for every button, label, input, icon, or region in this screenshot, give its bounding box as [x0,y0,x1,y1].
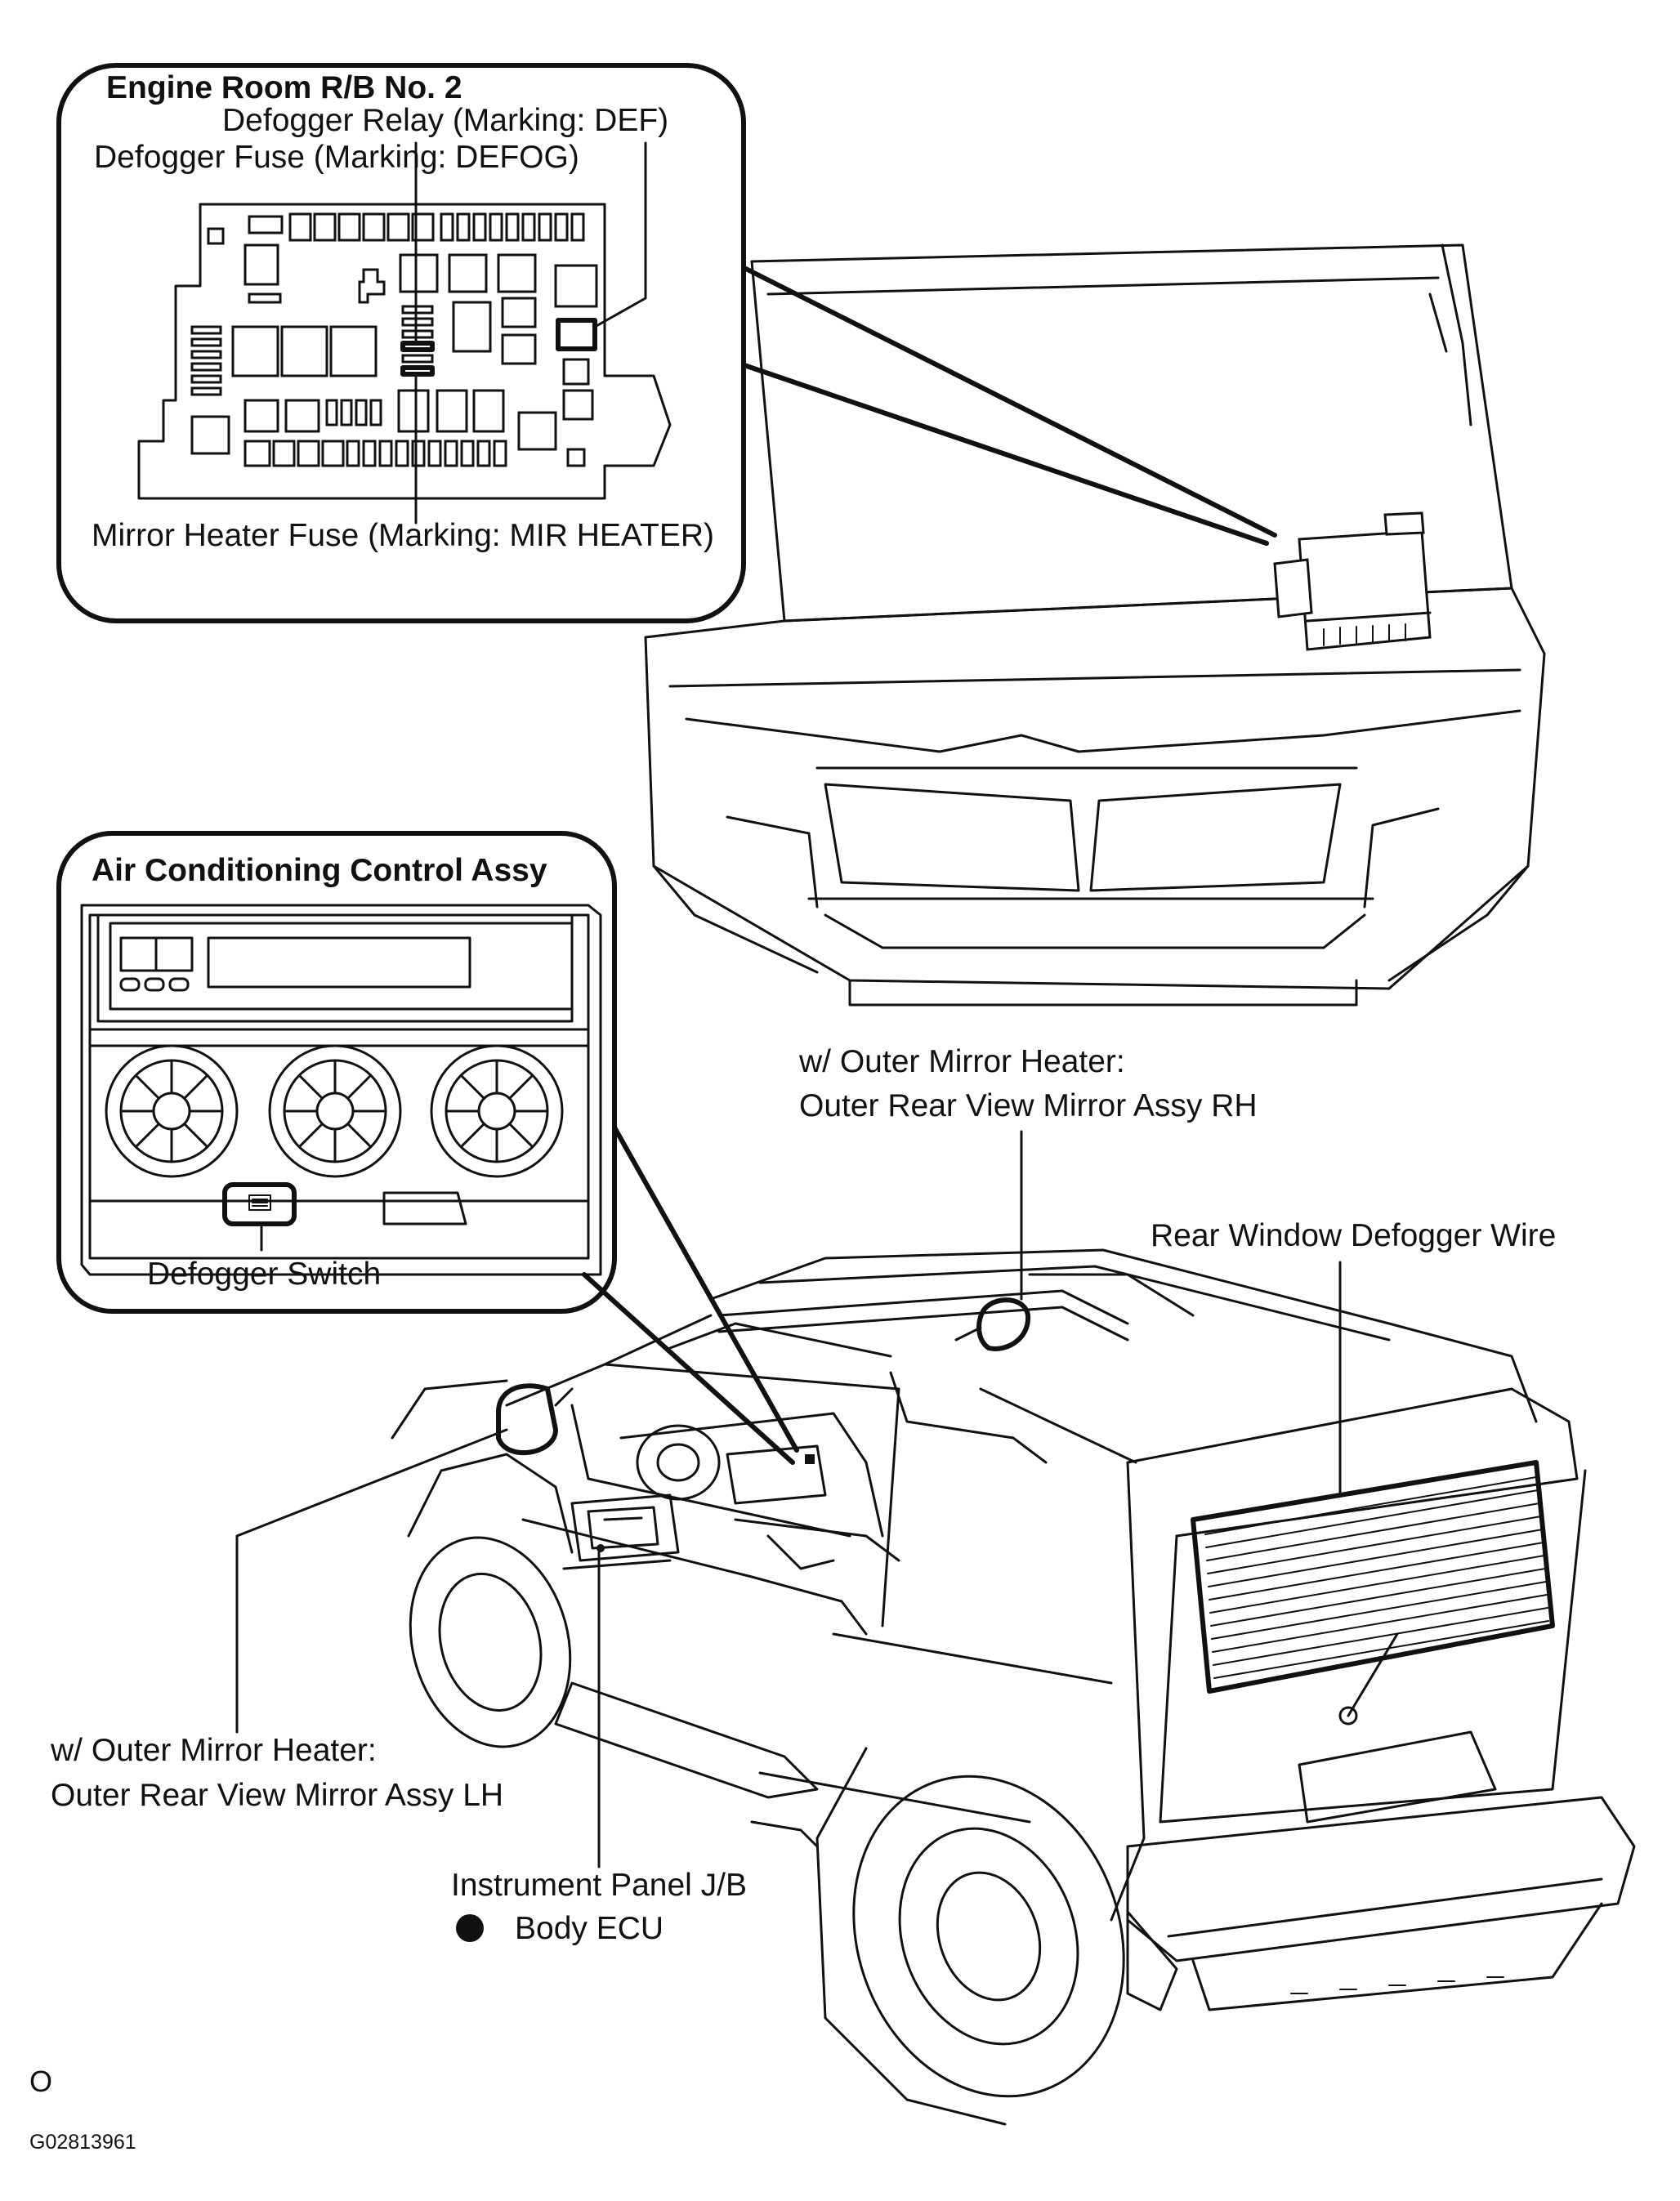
ac-callout-leader-bottom [582,1272,795,1465]
body-ecu-label: Body ECU [515,1911,664,1946]
ac-control-panel: Air Conditioning Control Assy [56,831,617,1314]
knob-right [430,1044,564,1178]
knob-center [268,1044,402,1178]
lh-mirror-label-line1: w/ Outer Mirror Heater: [50,1733,377,1768]
lh-mirror-leader [235,1428,508,1734]
rh-mirror-label-line1: w/ Outer Mirror Heater: [798,1044,1125,1079]
callout-lh-mirror: w/ Outer Mirror Heater: Outer Rear View … [50,1428,508,1813]
defogger-relay-highlight [556,318,597,351]
knob-left [105,1044,239,1178]
rear-defogger-wire-label: Rear Window Defogger Wire [1151,1218,1556,1253]
engine-room-rb-panel: Engine Room R/B No. 2 Defogger Relay (Ma… [56,63,746,623]
rear-wheel [815,1747,1125,2126]
callout-instrument-panel-jb: Instrument Panel J/B Body ECU [451,1551,747,1946]
ac-callout-leader-top [612,1125,799,1453]
mirror-heater-fuse-label: Mirror Heater Fuse (Marking: MIR HEATER) [92,518,714,553]
vehicle-front-hood-open [644,243,1546,1007]
defogger-icon [248,1194,271,1211]
defogger-relay-label: Defogger Relay (Marking: DEF) [222,103,668,138]
defogger-relay-leader [593,141,647,328]
rh-mirror-label-line2: Outer Rear View Mirror Assy RH [799,1088,1258,1123]
instrument-panel-jb-label: Instrument Panel J/B [451,1868,747,1903]
vehicle-rear-three-quarter [391,1248,1636,2126]
lh-mirror [496,1383,558,1456]
engine-callout-leader-bottom [737,361,1269,546]
defogger-fuse-label: Defogger Fuse (Marking: DEFOG) [94,140,579,175]
defogger-switch-label: Defogger Switch [147,1257,381,1292]
rh-mirror [976,1297,1031,1351]
instrument-panel-jb-location [562,1493,680,1570]
ac-box-title: Air Conditioning Control Assy [92,853,547,888]
figure-code: G02813961 [29,2131,136,2154]
callout-rh-mirror: w/ Outer Mirror Heater: Outer Rear View … [798,1044,1258,1301]
callout-rear-defogger: Rear Window Defogger Wire [1151,1218,1556,1497]
front-wheel [391,1379,574,1748]
engine-box-title: Engine Room R/B No. 2 [106,70,462,105]
mirror-heater-fuse-highlight [400,365,435,377]
relay-block-outline [137,203,672,500]
body-ecu-bullet-icon [456,1914,484,1942]
defogger-fuse-highlight [400,341,435,352]
rear-window-defogger [1191,1460,1555,1694]
fuse-row-top [248,212,585,242]
engine-callout-leader-top [737,263,1277,538]
ac-unit-location [805,1454,815,1464]
page-mark: O [29,2065,52,2098]
lh-mirror-label-line2: Outer Rear View Mirror Assy LH [51,1778,503,1813]
defogger-switch-button [222,1182,297,1226]
